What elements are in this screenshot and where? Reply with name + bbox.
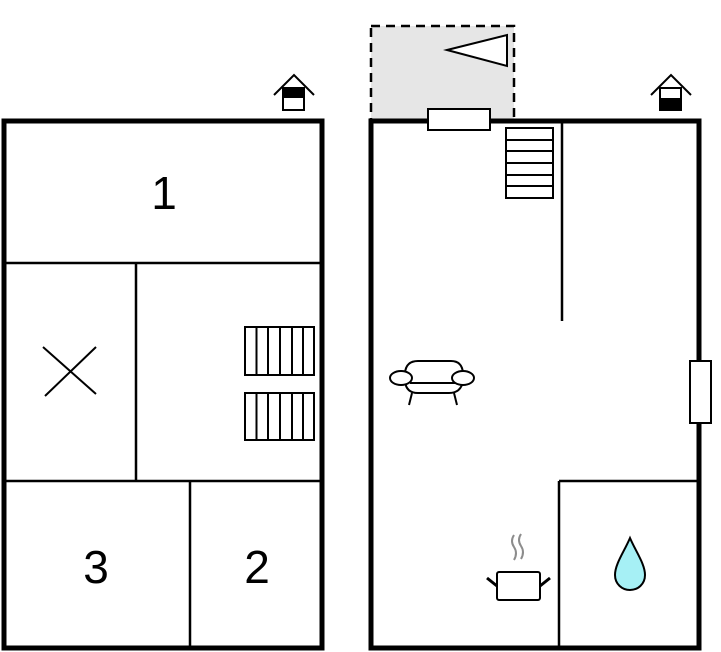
house-entrance-icon [650, 73, 692, 111]
stairs-icon [505, 127, 554, 199]
x-mark-icon [42, 346, 97, 397]
house-entrance-icon [273, 73, 315, 111]
right-floor-plan [368, 24, 712, 651]
room-label-3: 3 [83, 541, 109, 593]
triangle-direction-icon [443, 33, 508, 68]
water-drop-icon [613, 535, 647, 592]
stairs-icon [244, 326, 315, 376]
room-label-2: 2 [244, 541, 270, 593]
stairs-icon [244, 392, 315, 441]
left-floor-plan [1, 73, 325, 651]
left-outer-wall [1, 118, 325, 651]
room-label-1: 1 [151, 167, 177, 219]
cooking-pot-icon [486, 533, 551, 601]
door-icon [427, 108, 491, 131]
sofa-icon [389, 360, 475, 406]
window-icon [689, 360, 712, 424]
